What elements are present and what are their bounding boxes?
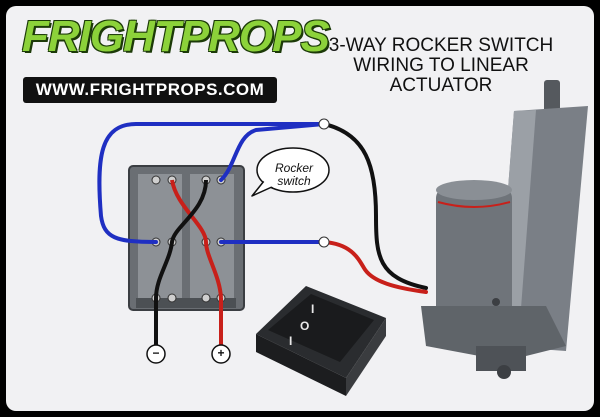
brand-url: WWW.FRIGHTPROPS.COM xyxy=(23,77,277,103)
wiring-diagram xyxy=(97,80,588,396)
negative-terminal xyxy=(146,344,166,364)
diagram-title: 3-WAY ROCKER SWITCH WIRING TO LINEAR ACT… xyxy=(306,36,576,96)
negative-terminal-label: − xyxy=(152,346,160,360)
brand-logo: FRIGHTPROPS xyxy=(22,12,330,61)
callout-line-2: switch xyxy=(277,174,311,188)
black-wire-actuator xyxy=(322,122,428,290)
positive-terminal-label: + xyxy=(217,346,225,360)
linear-actuator xyxy=(421,80,588,379)
rocker-symbol-bottom: I xyxy=(289,334,293,348)
red-crossover xyxy=(170,179,223,299)
callout-label: Rocker switch xyxy=(264,162,324,188)
title-line-2: WIRING TO LINEAR xyxy=(353,55,529,76)
rocker-symbol-top: I xyxy=(311,302,315,316)
title-line-1: 3-WAY ROCKER SWITCH xyxy=(328,35,554,56)
title-line-3: ACTUATOR xyxy=(389,75,493,96)
rocker-symbol-middle: O xyxy=(300,319,310,333)
junction-bottom xyxy=(318,236,330,248)
black-crossover xyxy=(154,179,208,299)
red-wire-actuator xyxy=(322,240,428,294)
junction-top xyxy=(318,118,330,130)
callout-bubble xyxy=(251,147,330,197)
positive-terminal xyxy=(211,344,231,364)
blue-wire xyxy=(97,122,326,244)
rocker-switch-back xyxy=(128,165,245,311)
diagram-frame: FRIGHTPROPS WWW.FRIGHTPROPS.COM 3-WAY RO… xyxy=(6,6,594,411)
rocker-switch-front xyxy=(256,286,386,396)
callout-line-1: Rocker xyxy=(274,161,313,175)
